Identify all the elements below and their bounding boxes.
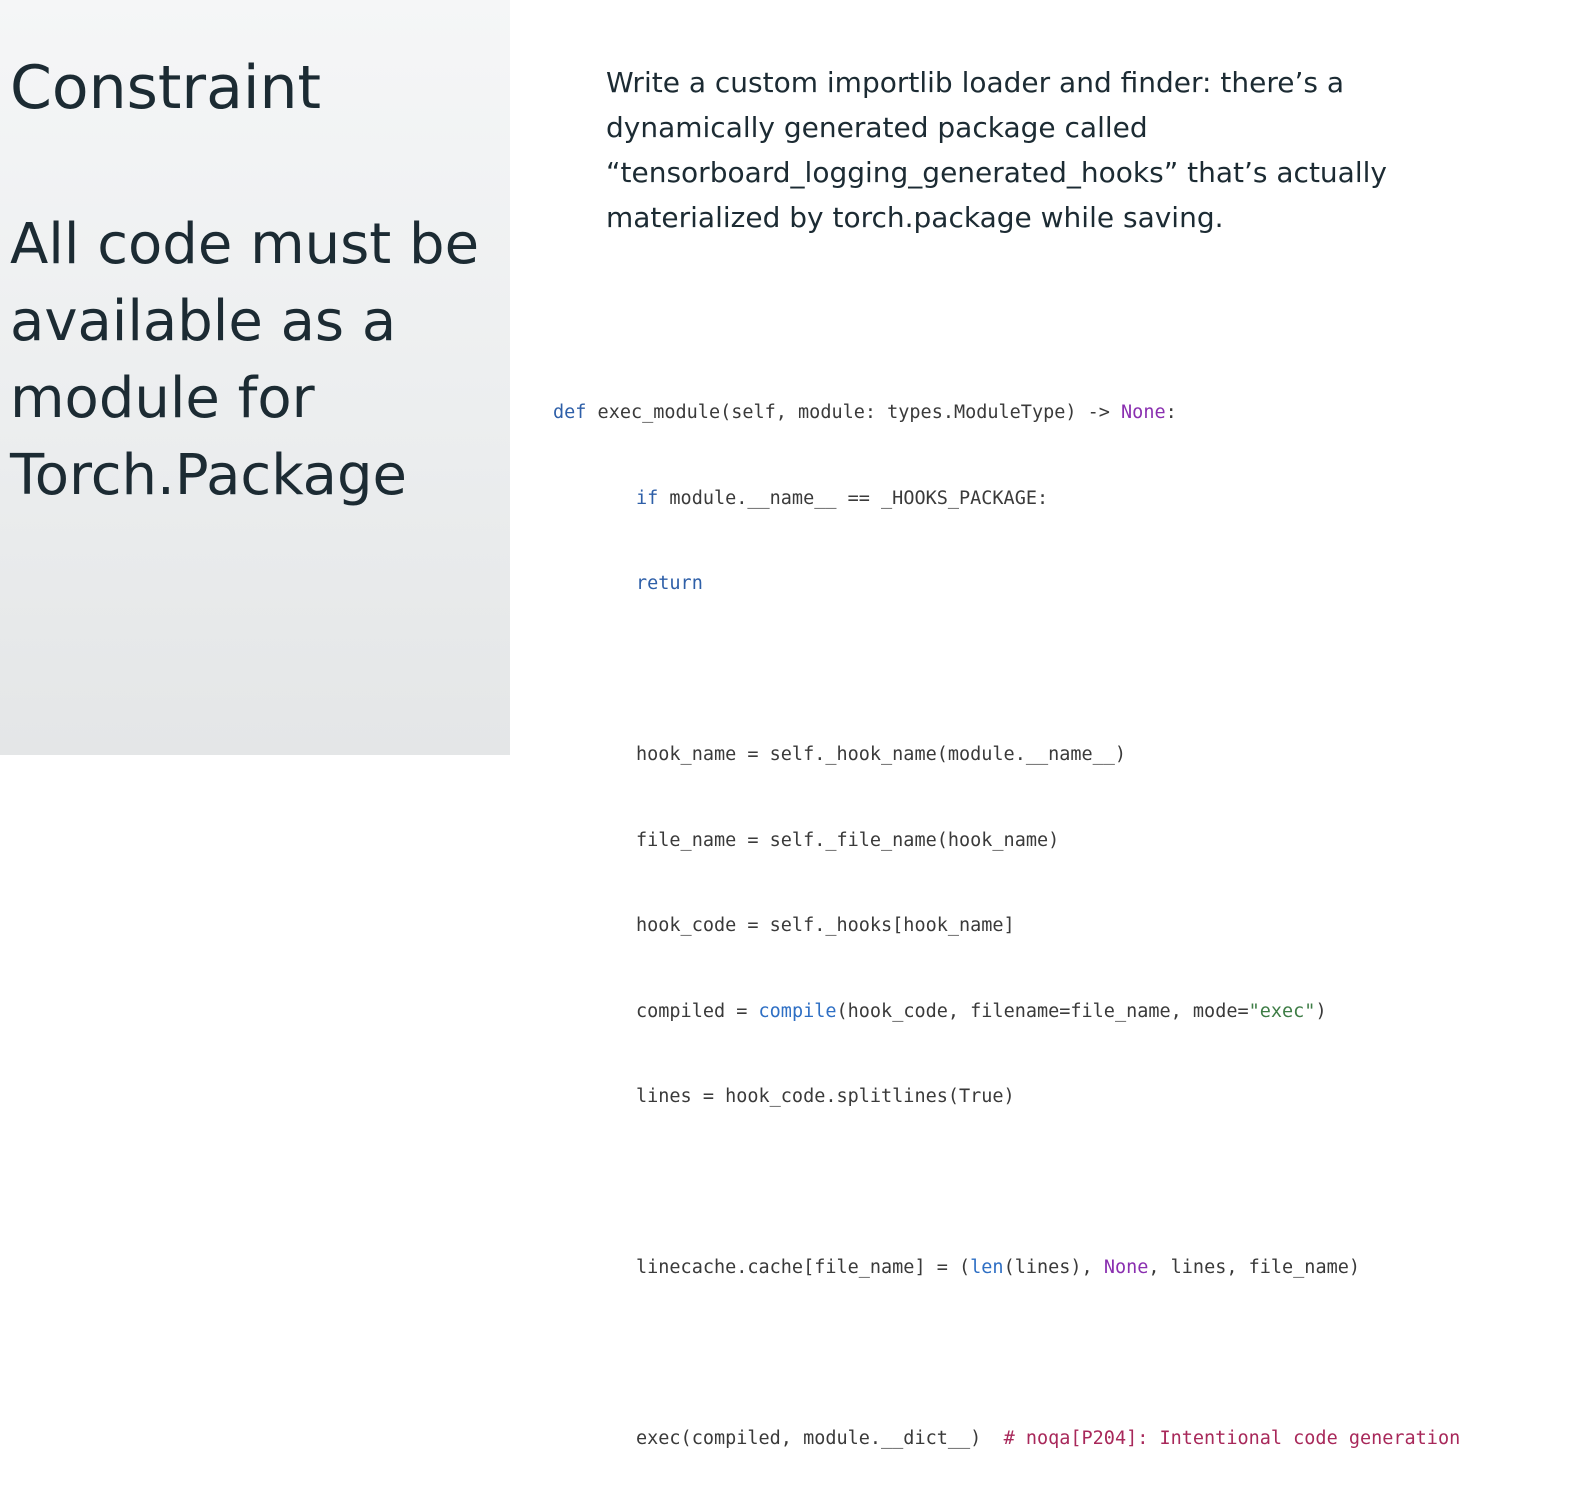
- code-keyword: def: [553, 402, 587, 423]
- code-text: (lines),: [1003, 1257, 1104, 1278]
- code-comment: # noqa[P204]: Intentional code generatio…: [1003, 1428, 1461, 1449]
- code-text: file_name = self._file_name(hook_name): [636, 829, 1060, 851]
- code-text: :: [1165, 402, 1177, 423]
- code-line: compiled = compile(hook_code, filename=f…: [553, 998, 1563, 1027]
- code-blank-line: [553, 656, 1563, 685]
- code-text: (hook_code, filename=file_name, mode=: [836, 1000, 1249, 1022]
- code-line: hook_code = self._hooks[hook_name]: [553, 912, 1563, 941]
- code-line: if module.__name__ == _HOOKS_PACKAGE:: [553, 485, 1563, 514]
- code-keyword: return: [636, 573, 703, 594]
- left-panel: Constraint All code must be available as…: [0, 0, 510, 755]
- code-line: exec(compiled, module.__dict__) # noqa[P…: [553, 1425, 1563, 1454]
- code-text: compiled =: [636, 1000, 759, 1022]
- code-text: , lines, file_name): [1148, 1257, 1360, 1278]
- code-text: hook_code = self._hooks[hook_name]: [636, 915, 1015, 936]
- code-constant: None: [1121, 402, 1166, 423]
- right-panel: Write a custom importlib loader and find…: [510, 0, 1569, 1449]
- code-line: lines = hook_code.splitlines(True): [553, 1083, 1563, 1112]
- code-string: "exec": [1248, 1000, 1316, 1022]
- code-keyword: if: [636, 487, 659, 509]
- slide-description: Write a custom importlib loader and find…: [606, 66, 1387, 234]
- code-text: lines = hook_code.splitlines(True): [636, 1086, 1015, 1107]
- code-blank-line: [553, 1169, 1563, 1198]
- slide-title: Constraint: [10, 53, 322, 123]
- code-text: ): [1315, 1000, 1327, 1022]
- code-builtin: len: [970, 1257, 1004, 1278]
- code-line: return: [553, 570, 1563, 599]
- code-text: linecache.cache[file_name] = (: [636, 1257, 971, 1278]
- code-text: module.__name__ == _HOOKS_PACKAGE:: [658, 487, 1049, 509]
- code-blank-line: [553, 1340, 1563, 1369]
- code-line: linecache.cache[file_name] = (len(lines)…: [553, 1254, 1563, 1283]
- code-constant: None: [1103, 1257, 1149, 1278]
- code-line: file_name = self._file_name(hook_name): [553, 827, 1563, 856]
- code-builtin: compile: [758, 1000, 837, 1022]
- slide-subtitle: All code must be available as a module f…: [10, 212, 480, 508]
- code-text: exec_module(self, module: types.ModuleTy…: [586, 402, 1122, 423]
- code-line: hook_name = self._hook_name(module.__nam…: [553, 741, 1563, 770]
- code-text: exec(compiled, module.__dict__): [636, 1428, 1004, 1449]
- code-block: def exec_module(self, module: types.Modu…: [553, 342, 1563, 1510]
- code-line: def exec_module(self, module: types.Modu…: [553, 399, 1563, 428]
